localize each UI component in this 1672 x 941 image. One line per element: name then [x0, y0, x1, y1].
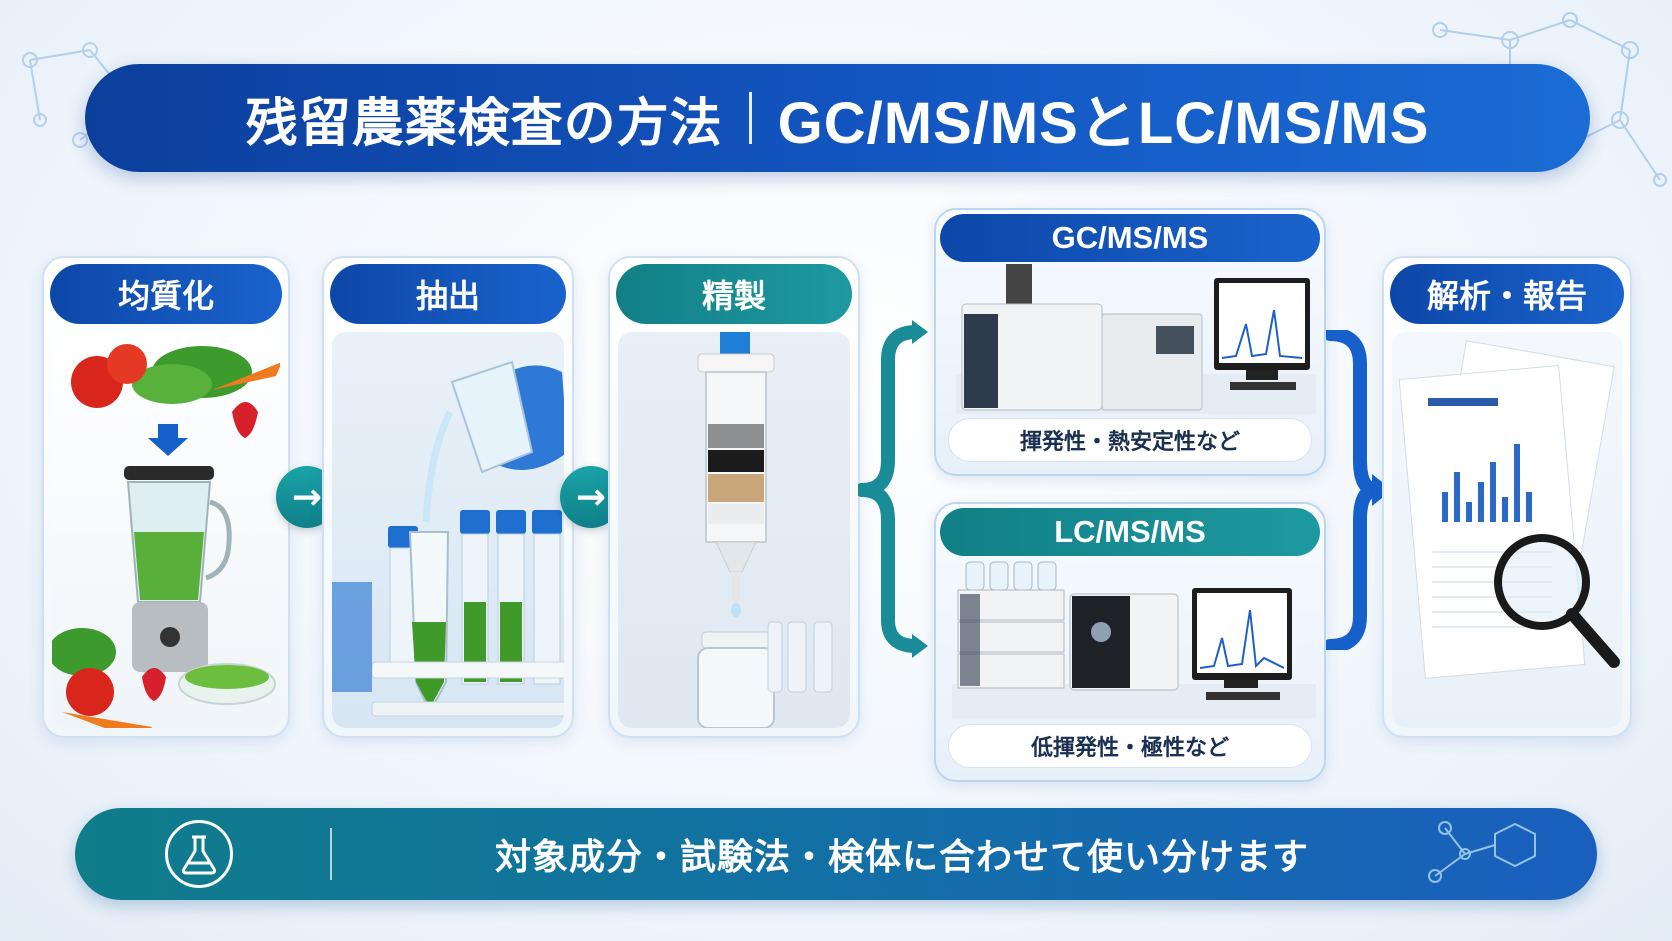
- stage-label: 抽出: [330, 264, 566, 324]
- stage-card-cleanup: 精製: [608, 256, 860, 738]
- stage-label: 解析・報告: [1390, 264, 1624, 324]
- extract-illustration: [332, 332, 564, 728]
- page-subtitle: GC/MS/MSとLC/MS/MS: [777, 91, 1430, 156]
- stage-label: 均質化: [50, 264, 282, 324]
- instrument-label: GC/MS/MS: [940, 214, 1320, 262]
- molecule-icon: [1428, 821, 1536, 883]
- instrument-panel-gc: GC/MS/MS 揮発性・熱安定性など: [934, 208, 1326, 476]
- stage-card-analysis-report: 解析・報告: [1382, 256, 1632, 738]
- footer-separator: [330, 828, 332, 880]
- stage-card-extract: 抽出: [322, 256, 574, 738]
- stage-label: 精製: [616, 264, 852, 324]
- gc-instrument-illustration: [956, 264, 1316, 414]
- lc-instrument-illustration: [952, 561, 1316, 718]
- homogenize-illustration: [52, 332, 280, 728]
- title-separator: [748, 92, 752, 144]
- footer-banner: 対象成分・試験法・検体に合わせて使い分けます: [75, 808, 1597, 900]
- page-title: 残留農薬検査の方法: [245, 93, 723, 154]
- instrument-panel-lc: LC/MS/MS 低揮発性・極性など: [934, 502, 1326, 782]
- flask-icon: [165, 820, 233, 888]
- instrument-note: 揮発性・熱安定性など: [948, 418, 1312, 462]
- footer-text: 対象成分・試験法・検体に合わせて使い分けます: [495, 837, 1310, 878]
- magnifier-icon: [1494, 534, 1620, 668]
- stage-card-homogenize: 均質化: [42, 256, 290, 738]
- report-illustration: [1392, 332, 1622, 728]
- title-banner: 残留農薬検査の方法 GC/MS/MSとLC/MS/MS: [85, 64, 1590, 172]
- instrument-label: LC/MS/MS: [940, 508, 1320, 556]
- cleanup-illustration: [618, 332, 850, 728]
- instrument-note: 低揮発性・極性など: [948, 724, 1312, 768]
- branch-connector: [858, 320, 928, 658]
